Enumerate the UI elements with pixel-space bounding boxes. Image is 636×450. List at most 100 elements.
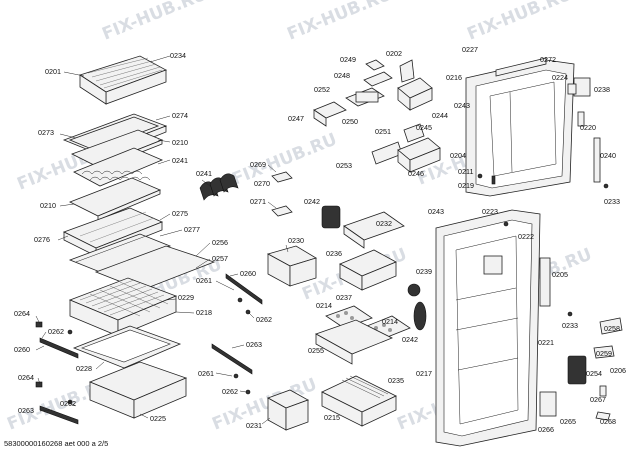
part-label: 0233 — [604, 197, 620, 206]
part-label: 0255 — [308, 346, 324, 355]
part-label: 0247 — [288, 114, 304, 123]
part-label: 0262 — [256, 315, 272, 324]
part-label: 0211 — [458, 167, 473, 176]
part-label: 0256 — [212, 238, 228, 247]
part-label: 0264 — [18, 373, 34, 382]
part-label: 0243 — [428, 207, 444, 216]
door-bins-part — [371, 123, 441, 173]
part-label: 0222 — [518, 232, 534, 241]
part-label: 0242 — [304, 197, 320, 206]
part-label: 0216 — [446, 73, 462, 82]
part-label: 0277 — [184, 225, 200, 234]
bottom-box-part — [267, 389, 309, 431]
upper-door-shelves-part — [313, 59, 433, 127]
hinge-covers-part — [407, 283, 427, 331]
wine-rack-part — [73, 147, 164, 187]
parts-layer — [35, 55, 623, 447]
part-label: 0234 — [170, 51, 186, 60]
part-label: 0230 — [288, 236, 304, 245]
watermark: FIX-HUB.RU — [464, 0, 574, 45]
part-label: 0205 — [552, 270, 568, 279]
leader-lines — [35, 55, 289, 425]
part-label: 0225 — [150, 414, 166, 423]
part-label: 0258 — [604, 324, 620, 333]
part-label: 0263 — [18, 406, 34, 415]
part-label: 0262 — [222, 387, 238, 396]
part-label: 0270 — [254, 179, 270, 188]
part-label: 0257 — [212, 254, 228, 263]
part-label: 0228 — [76, 364, 92, 373]
part-label: 0240 — [600, 151, 616, 160]
footer-code: 58300000160268 aet 000 a 2/5 — [4, 439, 108, 448]
part-label: 0264 — [14, 309, 30, 318]
door-balconies-part — [321, 205, 405, 291]
part-label: 0236 — [326, 249, 342, 258]
top-lid-part — [79, 55, 167, 105]
part-label: 0214 — [316, 301, 332, 310]
bottle-holder-part — [199, 173, 239, 201]
lower-door-part — [435, 209, 551, 447]
part-label: 0231 — [246, 421, 262, 430]
freezer-drawer-part — [88, 361, 188, 419]
part-label: 0249 — [340, 55, 356, 64]
upper-door-part — [465, 57, 601, 197]
part-label: 0224 — [552, 73, 568, 82]
part-label: 0262 — [60, 399, 76, 408]
part-label: 0243 — [454, 101, 470, 110]
part-label: 0263 — [246, 340, 262, 349]
small-clips-part — [271, 171, 293, 217]
part-label: 0220 — [580, 123, 596, 132]
part-label: 0267 — [590, 395, 606, 404]
part-label: 0252 — [314, 85, 330, 94]
part-label: 0250 — [342, 117, 358, 126]
part-label: 0242 — [402, 335, 418, 344]
part-label: 0254 — [586, 369, 602, 378]
part-label: 0260 — [14, 345, 30, 354]
part-label: 0218 — [196, 308, 212, 317]
part-label: 0271 — [250, 197, 266, 206]
part-label: 0215 — [324, 413, 340, 422]
glass-shelf-lower-part — [69, 177, 162, 221]
part-label: 0266 — [538, 425, 554, 434]
part-label: 0237 — [336, 293, 352, 302]
part-label: 0219 — [458, 181, 474, 190]
part-label: 0244 — [432, 111, 448, 120]
part-label: 0241 — [172, 156, 188, 165]
part-label: 0262 — [48, 327, 64, 336]
part-label: 0268 — [600, 417, 616, 426]
part-label: 0238 — [594, 85, 610, 94]
part-label: 0217 — [416, 369, 432, 378]
part-label: 0259 — [596, 349, 612, 358]
part-label: 0272 — [540, 55, 556, 64]
part-label: 0261 — [196, 276, 212, 285]
bottle-balcony-part — [321, 375, 397, 427]
part-label: 0227 — [462, 45, 478, 54]
rail-middle-part — [211, 273, 263, 395]
part-label: 0265 — [560, 417, 576, 426]
part-label: 0239 — [416, 267, 432, 276]
part-label: 0275 — [172, 209, 188, 218]
part-label: 0210 — [172, 138, 188, 147]
part-labels: 0201 0234 0273 0274 0210 0241 0210 0241 … — [14, 45, 626, 434]
part-label: 0245 — [416, 123, 432, 132]
part-label: 0251 — [375, 127, 391, 136]
part-label: 0229 — [178, 293, 194, 302]
part-label: 0246 — [408, 169, 424, 178]
rail-left-part — [35, 321, 79, 425]
lower-balcony-part — [315, 319, 393, 365]
part-label: 0248 — [334, 71, 350, 80]
part-label: 0223 — [482, 207, 498, 216]
part-label: 0233 — [562, 321, 578, 330]
part-label: 0232 — [376, 219, 392, 228]
part-label: 0276 — [34, 235, 50, 244]
part-label: 0221 — [538, 338, 554, 347]
dairy-box-part — [266, 245, 317, 287]
part-label: 0210 — [40, 201, 56, 210]
part-label: 0202 — [386, 49, 402, 58]
part-label: 0274 — [172, 111, 188, 120]
part-label: 0206 — [610, 366, 626, 375]
watermark: FIX-HUB.RU — [229, 129, 339, 189]
electronics-part — [477, 173, 623, 421]
drawer-frame-part — [72, 325, 182, 369]
